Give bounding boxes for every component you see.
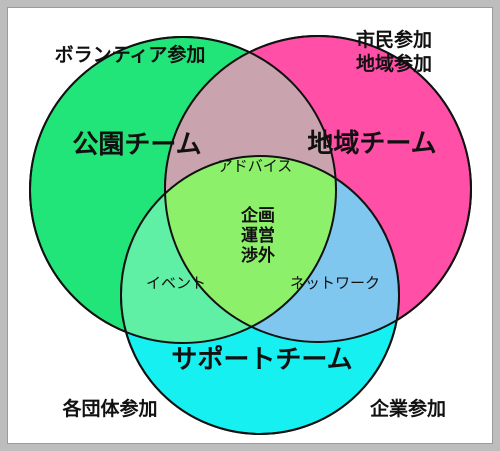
company-participation-label: 企業参加	[369, 397, 446, 420]
event-label: イベント	[146, 274, 206, 292]
advice-label: アドバイス	[218, 157, 293, 175]
community-team-label: 地域チーム	[307, 129, 436, 159]
network-label: ネットワーク	[290, 274, 380, 292]
community-participation-label: 地域参加	[356, 52, 432, 75]
community-team-outline	[164, 35, 472, 343]
park-team-label: 公園チーム	[72, 130, 201, 160]
support-team-label: サポートチーム	[171, 344, 352, 375]
center-label-line-2: 運営	[241, 225, 275, 246]
citizen-participation-label: 市民参加	[356, 28, 432, 51]
group-participation-label: 各団体参加	[61, 397, 157, 420]
support-team-outline	[120, 155, 400, 435]
center-label-line-3: 渉外	[241, 245, 275, 266]
overlap-center	[165, 156, 336, 342]
volunteer-participation-label: ボランティア参加	[55, 43, 206, 66]
park-team-outline	[29, 36, 337, 344]
center-label-line-1: 企画	[240, 205, 275, 226]
